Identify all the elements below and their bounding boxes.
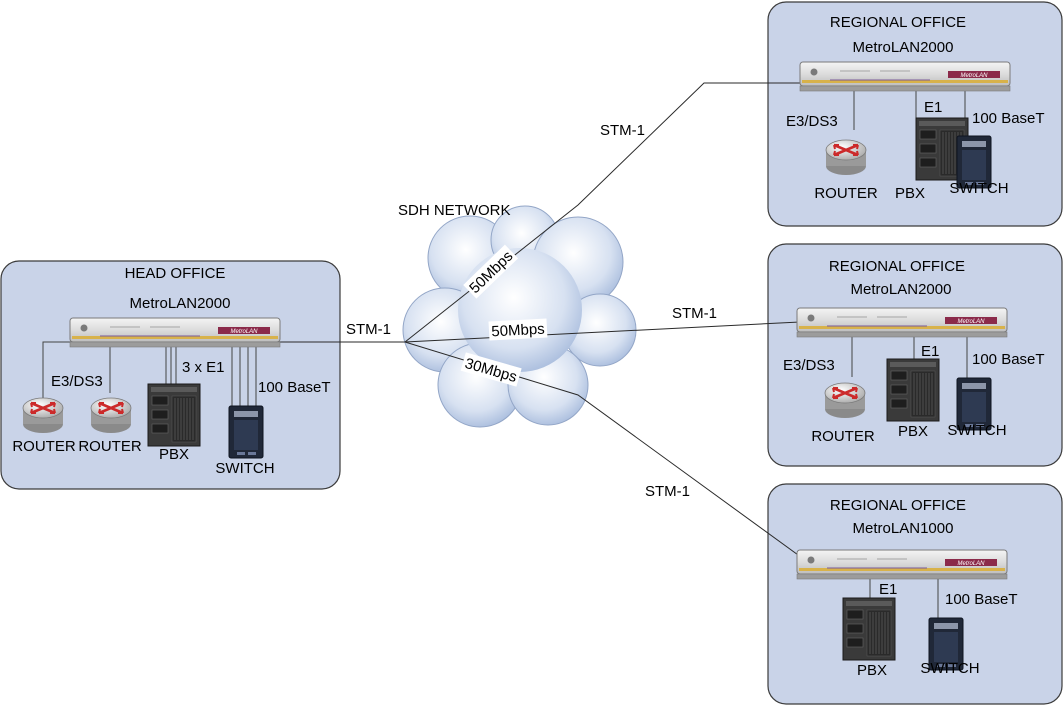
regional-3-pbx-label: PBX	[857, 662, 887, 679]
regional-3-e1-label: E1	[879, 581, 897, 598]
metrolan-unit-regional-1	[799, 61, 1011, 92]
router-icon-1	[21, 396, 65, 435]
head-switch-label: SWITCH	[215, 460, 274, 477]
metrolan-unit-head	[69, 317, 281, 348]
regional-1-title: REGIONAL OFFICE	[830, 14, 966, 31]
regional-2-device-label: MetroLAN2000	[851, 281, 952, 298]
regional-1-baset-label: 100 BaseT	[972, 110, 1045, 127]
pbx-icon-regional-2	[886, 358, 940, 422]
head-office-device-label: MetroLAN2000	[130, 295, 231, 312]
head-router-label-2: ROUTER	[78, 438, 142, 455]
regional-2-title: REGIONAL OFFICE	[829, 258, 965, 275]
regional-2-switch-label: SWITCH	[947, 422, 1006, 439]
router-icon-regional-2	[823, 381, 867, 420]
rate-label-mid: 50Mbps	[488, 318, 548, 341]
regional-1-device-label: MetroLAN2000	[853, 39, 954, 56]
regional-office-3-box	[767, 483, 1063, 705]
head-e1-label: 3 x E1	[182, 359, 225, 376]
regional-1-router-label: ROUTER	[814, 185, 878, 202]
head-e3-label: E3/DS3	[51, 373, 103, 390]
svg-text:50Mbps: 50Mbps	[491, 321, 545, 341]
router-icon-2	[89, 396, 133, 435]
regional-3-device-label: MetroLAN1000	[853, 520, 954, 537]
stm-label-regional-3: STM-1	[645, 483, 690, 500]
regional-2-e3-label: E3/DS3	[783, 357, 835, 374]
switch-icon-head	[228, 405, 264, 459]
regional-3-baset-label: 100 BaseT	[945, 591, 1018, 608]
metrolan-unit-regional-2	[796, 307, 1008, 338]
stm-label-regional-2: STM-1	[672, 305, 717, 322]
regional-3-switch-label: SWITCH	[920, 660, 979, 677]
stm-label-regional-1: STM-1	[600, 122, 645, 139]
pbx-icon-regional-3	[842, 597, 896, 661]
head-office: HEAD OFFICE MetroLAN2000 E3/DS3 3 x E1 1…	[12, 265, 330, 477]
regional-1-e1-label: E1	[924, 99, 942, 116]
head-pbx-label: PBX	[159, 446, 189, 463]
regional-1-switch-label: SWITCH	[949, 180, 1008, 197]
sdh-network-title: SDH NETWORK	[398, 202, 511, 219]
regional-2-pbx-label: PBX	[898, 423, 928, 440]
head-office-title: HEAD OFFICE	[125, 265, 226, 282]
regional-3-title: REGIONAL OFFICE	[830, 497, 966, 514]
router-icon-regional-1	[824, 138, 868, 177]
regional-office-3: REGIONAL OFFICE MetroLAN1000 E1 100 Base…	[796, 497, 1018, 679]
regional-2-router-label: ROUTER	[811, 428, 875, 445]
head-router-label-1: ROUTER	[12, 438, 76, 455]
regional-office-1: REGIONAL OFFICE MetroLAN2000 E3/DS3 E1 1…	[786, 14, 1045, 202]
regional-1-pbx-label: PBX	[895, 185, 925, 202]
regional-2-e1-label: E1	[921, 343, 939, 360]
metrolan-unit-regional-3	[796, 549, 1008, 580]
head-baset-label: 100 BaseT	[258, 379, 331, 396]
stm-label-head: STM-1	[346, 321, 391, 338]
pbx-icon-head	[147, 383, 201, 447]
regional-2-baset-label: 100 BaseT	[972, 351, 1045, 368]
regional-office-2: REGIONAL OFFICE MetroLAN2000 E3/DS3 E1 1…	[783, 258, 1045, 445]
regional-1-e3-label: E3/DS3	[786, 113, 838, 130]
